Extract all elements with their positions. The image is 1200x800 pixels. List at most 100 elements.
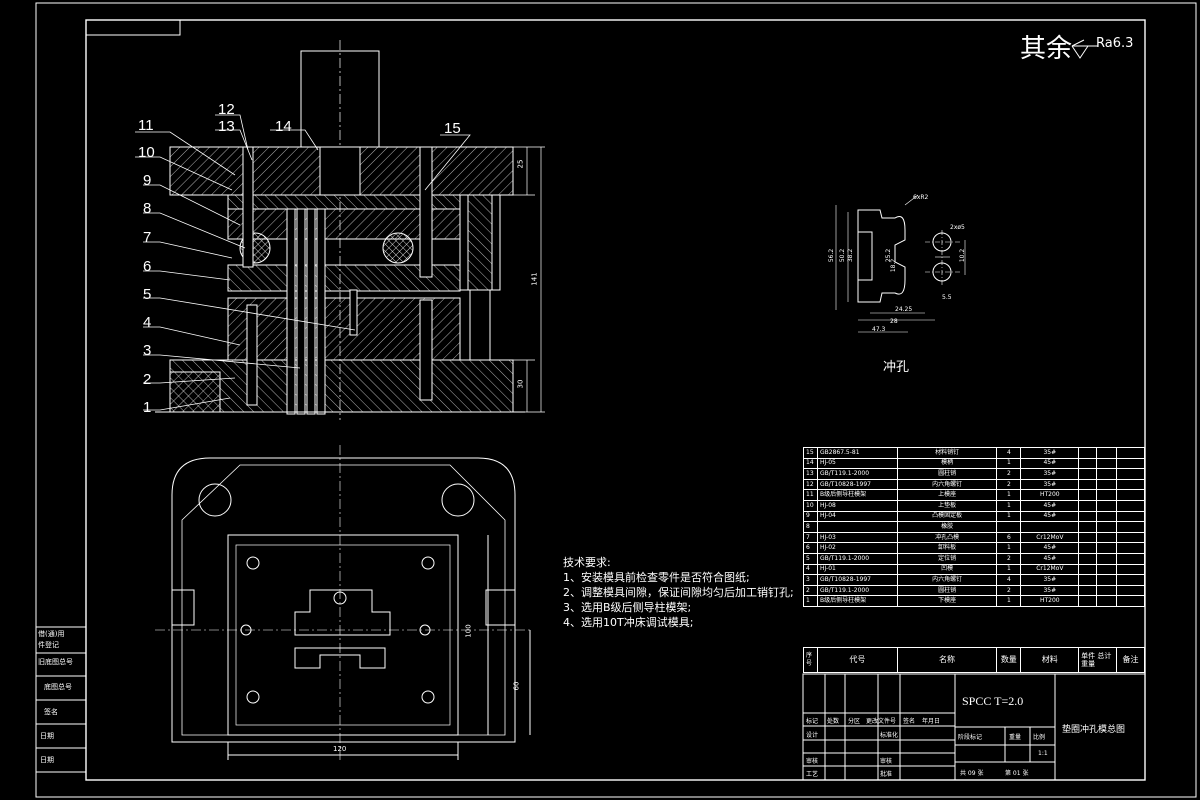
bom-cell: 35# — [1020, 478, 1080, 491]
bom-cell — [1096, 595, 1118, 607]
tb-sheet-no: 第 01 张 — [1005, 770, 1029, 777]
material-spec: SPCC T=2.0 — [962, 694, 1024, 708]
dim-60: 60 — [512, 681, 521, 691]
bom-cell: 1 — [996, 510, 1022, 523]
bom-cell — [1096, 552, 1118, 565]
bom-cell — [1096, 457, 1118, 470]
bom-cell — [1116, 499, 1145, 512]
bom-cell: 2 — [996, 478, 1022, 491]
bom-header-cell: 序号 — [803, 647, 818, 673]
bom-cell: 橡胶 — [896, 521, 998, 533]
requirement-item: 3、选用B级后侧导柱模架; — [563, 601, 692, 614]
bom-cell: 卸料板 — [896, 542, 998, 554]
tb-row-label: 处数 — [827, 718, 840, 725]
tb-label-std: 标准化 — [880, 732, 899, 739]
drawing-title: 垫圈冲孔模总图 — [1062, 725, 1126, 735]
part-label-13: 13 — [218, 118, 235, 135]
plan-view — [155, 445, 531, 760]
bom-cell: HJ-04 — [816, 510, 898, 523]
bom-cell — [1116, 595, 1145, 607]
tb-weight: 重量 — [1009, 734, 1022, 741]
bom-cell — [1116, 447, 1145, 459]
bom-cell — [1116, 457, 1145, 470]
roughness-prefix: 其余 — [1020, 34, 1073, 64]
bom-cell: 内六角螺钉 — [896, 574, 998, 586]
drawing-border — [35, 2, 1197, 798]
dim-120: 120 — [333, 745, 347, 753]
bom-cell: HJ-03 — [816, 531, 898, 544]
detail-dim-50: 50.2 — [839, 248, 847, 263]
detail-dim-hole: 2xø5 — [950, 224, 965, 231]
part-label-4: 4 — [143, 314, 152, 331]
detail-dim-5: 5.5 — [942, 294, 952, 301]
tb-row-label: 年月日 — [922, 718, 941, 725]
bom-cell: 内六角螺钉 — [896, 478, 998, 491]
bom-cell: 10 — [803, 499, 818, 512]
detail-dim-r2: 6xR2 — [913, 194, 929, 201]
strip-label: 借(通)用 — [38, 630, 65, 638]
bom-cell: 2 — [996, 584, 1022, 597]
part-label-1: 1 — [143, 399, 152, 416]
bom-cell: 1 — [996, 457, 1022, 470]
bom-cell: 45# — [1020, 510, 1080, 523]
bom-cell: GB/T10828-1997 — [816, 574, 898, 586]
part-label-14: 14 — [275, 118, 292, 135]
dim-25: 25 — [516, 159, 525, 169]
bom-cell: 45# — [1020, 499, 1080, 512]
bom-cell: 5 — [803, 552, 818, 565]
bom-cell: HT200 — [1020, 489, 1080, 501]
bom-cell: GB/T119.1-2000 — [816, 552, 898, 565]
bom-cell — [1116, 542, 1145, 554]
tb-stage: 阶段标记 — [958, 734, 983, 741]
bom-cell: 2 — [803, 584, 818, 597]
section-dimensions — [513, 146, 545, 413]
bom-header: 序号 代号 名称 数量 材料 单件 总计 重量 备注 — [803, 647, 1145, 673]
bom-cell: 2 — [996, 468, 1022, 480]
bom-cell: 1 — [996, 489, 1022, 501]
part-label-9: 9 — [143, 172, 152, 189]
roughness-symbol — [1071, 39, 1098, 59]
detail-caption: 冲孔 — [883, 360, 910, 375]
bom-cell: 2 — [996, 552, 1022, 565]
bom-cell — [1078, 489, 1098, 501]
bom-cell — [1096, 521, 1118, 533]
part-label-10: 10 — [138, 144, 155, 161]
bom-cell — [1096, 584, 1118, 597]
strip-label: 日期 — [40, 756, 54, 764]
bom-cell: 15 — [803, 447, 818, 459]
bom-cell: 凸模固定板 — [896, 510, 998, 523]
bom-cell: 35# — [1020, 584, 1080, 597]
bom-cell: HJ-08 — [816, 499, 898, 512]
bom-cell: GB/T10828-1997 — [816, 478, 898, 491]
strip-label: 底图总号 — [44, 683, 72, 691]
bom-cell: 4 — [996, 447, 1022, 459]
bom-cell: 凹模 — [896, 563, 998, 576]
detail-dim-28: 28 — [890, 318, 898, 325]
bom-cell — [816, 521, 898, 533]
requirements-title: 技术要求: — [563, 556, 611, 569]
tb-sheet-total: 共 09 张 — [960, 770, 984, 777]
bom-cell: 11 — [803, 489, 818, 501]
bom-header-cell: 材料 — [1020, 647, 1080, 673]
strip-label: 签名 — [44, 708, 58, 716]
bom-cell — [1116, 510, 1145, 523]
requirements-block: 技术要求: 1、安装模具前检查零件是否符合图纸; 2、调整模具间隙，保证间隙均匀… — [563, 555, 794, 630]
part-label-3: 3 — [143, 342, 152, 359]
bom-header-cell: 单件 总计 重量 — [1078, 647, 1117, 673]
bom-cell — [1096, 510, 1118, 523]
bom-header-cell: 数量 — [996, 647, 1022, 673]
title-block-grid — [802, 673, 1146, 781]
bom-cell — [1096, 531, 1118, 544]
part-label-15: 15 — [444, 120, 461, 137]
bom-cell — [1116, 574, 1145, 586]
bom-cell: Cr12MoV — [1020, 531, 1080, 544]
bom-cell — [1078, 563, 1098, 576]
